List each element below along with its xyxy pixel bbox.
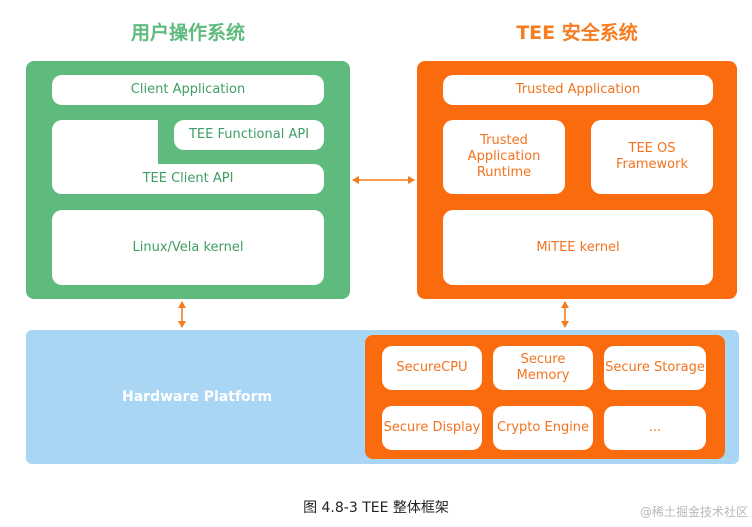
linux-vela-kernel-box: Linux/Vela kernel [52, 210, 324, 285]
secure-display-box: Secure Display [382, 406, 482, 450]
more-modules-label: ... [648, 420, 662, 435]
trusted-application-label: Trusted Application [515, 82, 641, 97]
watermark: @稀土掘金技术社区 [640, 505, 749, 519]
linux-vela-kernel-label: Linux/Vela kernel [132, 239, 244, 255]
hardware-platform-label: Hardware Platform [122, 389, 273, 405]
secure-cpu-label: SecureCPU [396, 360, 468, 375]
crypto-engine-label: Crypto Engine [496, 420, 590, 435]
trusted-application-box: Trusted Application [443, 75, 713, 105]
crypto-engine-box: Crypto Engine [493, 406, 593, 450]
tee-os-framework-label: TEE OS Framework [616, 141, 688, 172]
secure-display-label: Secure Display [383, 420, 481, 435]
secure-memory-box: Secure Memory [493, 346, 593, 390]
tee-functional-api-label: TEE Functional API [188, 127, 310, 142]
client-application-label: Client Application [130, 82, 246, 97]
user-os-title: 用户操作系统 [130, 22, 245, 44]
tee-os-title: TEE 安全系统 [516, 22, 638, 44]
more-modules-box: ... [604, 406, 706, 450]
mitee-kernel-label: MiTEE kernel [536, 239, 620, 255]
trusted-app-runtime-label: Trusted Application Runtime [467, 133, 541, 180]
secure-storage-label: Secure Storage [605, 360, 705, 375]
tee-os-framework-box: TEE OS Framework [591, 120, 713, 194]
secure-storage-box: Secure Storage [604, 346, 706, 390]
figure-caption: 图 4.8-3 TEE 整体框架 [303, 500, 449, 516]
tee-client-api-label: TEE Client API [142, 171, 234, 186]
tee-functional-api-box: TEE Functional API [174, 120, 324, 150]
client-application-box: Client Application [52, 75, 324, 105]
tee-client-api-box [52, 164, 324, 194]
secure-memory-label: Secure Memory [516, 352, 570, 383]
secure-cpu-box: SecureCPU [382, 346, 482, 390]
mitee-kernel-box: MiTEE kernel [443, 210, 713, 285]
trusted-app-runtime-box: Trusted Application Runtime [443, 120, 565, 194]
